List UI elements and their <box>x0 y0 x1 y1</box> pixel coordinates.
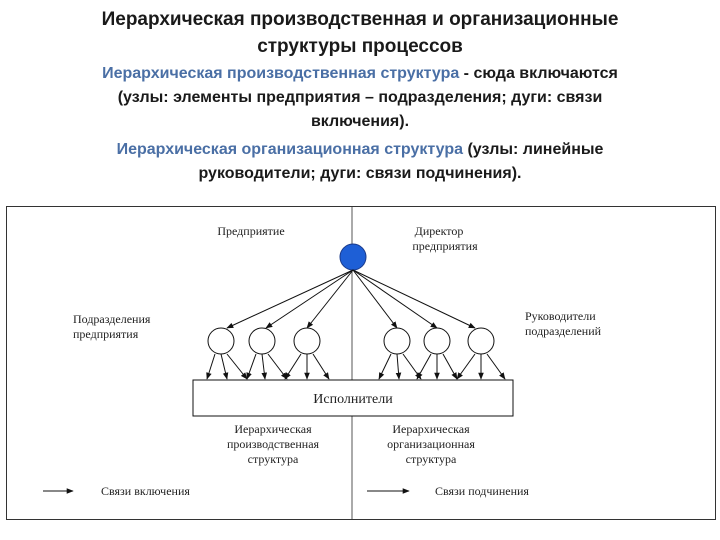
director-label-2: предприятия <box>412 239 478 253</box>
title-line-1: Иерархическая производственная и организ… <box>101 9 619 30</box>
root-node <box>339 243 367 271</box>
organizational-structure-paragraph: Иерархическая организационная структура … <box>0 138 720 186</box>
executors-label: Исполнители <box>313 392 393 407</box>
director-label-1: Директор <box>415 224 464 238</box>
legend-subordination-label: Связи подчинения <box>435 484 529 498</box>
head-node-3 <box>467 327 495 355</box>
caption-org-3: структура <box>406 452 457 466</box>
division-node-3 <box>293 327 321 355</box>
p1-line-2: (узлы: элементы предприятия – подразделе… <box>117 89 603 106</box>
production-structure-term: Иерархическая производственная структура <box>102 65 460 82</box>
caption-prod-2: производственная <box>227 437 320 451</box>
leaf-arrows <box>206 353 506 380</box>
executors-box <box>192 379 514 417</box>
heads-label-1: Руководители <box>525 309 596 323</box>
p1-line-1: Иерархическая производственная структура… <box>0 62 720 86</box>
division-node-2 <box>248 327 276 355</box>
p2-line-1: Иерархическая организационная структура … <box>0 138 720 162</box>
hierarchy-diagram: Исполнители Предприятие Директор предпри… <box>6 206 716 520</box>
head-node-1 <box>383 327 411 355</box>
p2-line-2: руководители; дуги: связи подчинения). <box>198 165 522 182</box>
enterprise-label: Предприятие <box>217 224 284 238</box>
division-node-1 <box>207 327 235 355</box>
divisions-label-1: Подразделения <box>73 312 151 326</box>
title-line-2: структуры процессов <box>257 36 463 57</box>
caption-org-2: организационная <box>387 437 475 451</box>
caption-org-1: Иерархическая <box>392 422 470 436</box>
head-node-2 <box>423 327 451 355</box>
level2-nodes <box>207 327 495 355</box>
production-structure-paragraph: Иерархическая производственная структура… <box>0 62 720 134</box>
p1-line-1-rest: - сюда включаются <box>459 65 618 82</box>
heads-label-2: подразделений <box>525 324 602 338</box>
p2-line-1-rest: (узлы: линейные <box>463 141 604 158</box>
legend-inclusion-label: Связи включения <box>101 484 190 498</box>
organizational-structure-term: Иерархическая организационная структура <box>116 141 463 158</box>
root-arrows <box>226 269 476 329</box>
slide-header: Иерархическая производственная и организ… <box>0 0 720 186</box>
caption-prod-3: структура <box>248 452 299 466</box>
divisions-label-2: предприятия <box>73 327 139 341</box>
p1-line-3: включения). <box>310 113 410 130</box>
slide-title: Иерархическая производственная и организ… <box>0 6 720 60</box>
caption-prod-1: Иерархическая <box>234 422 312 436</box>
diagram-canvas: Исполнители Предприятие Директор предпри… <box>43 207 602 519</box>
